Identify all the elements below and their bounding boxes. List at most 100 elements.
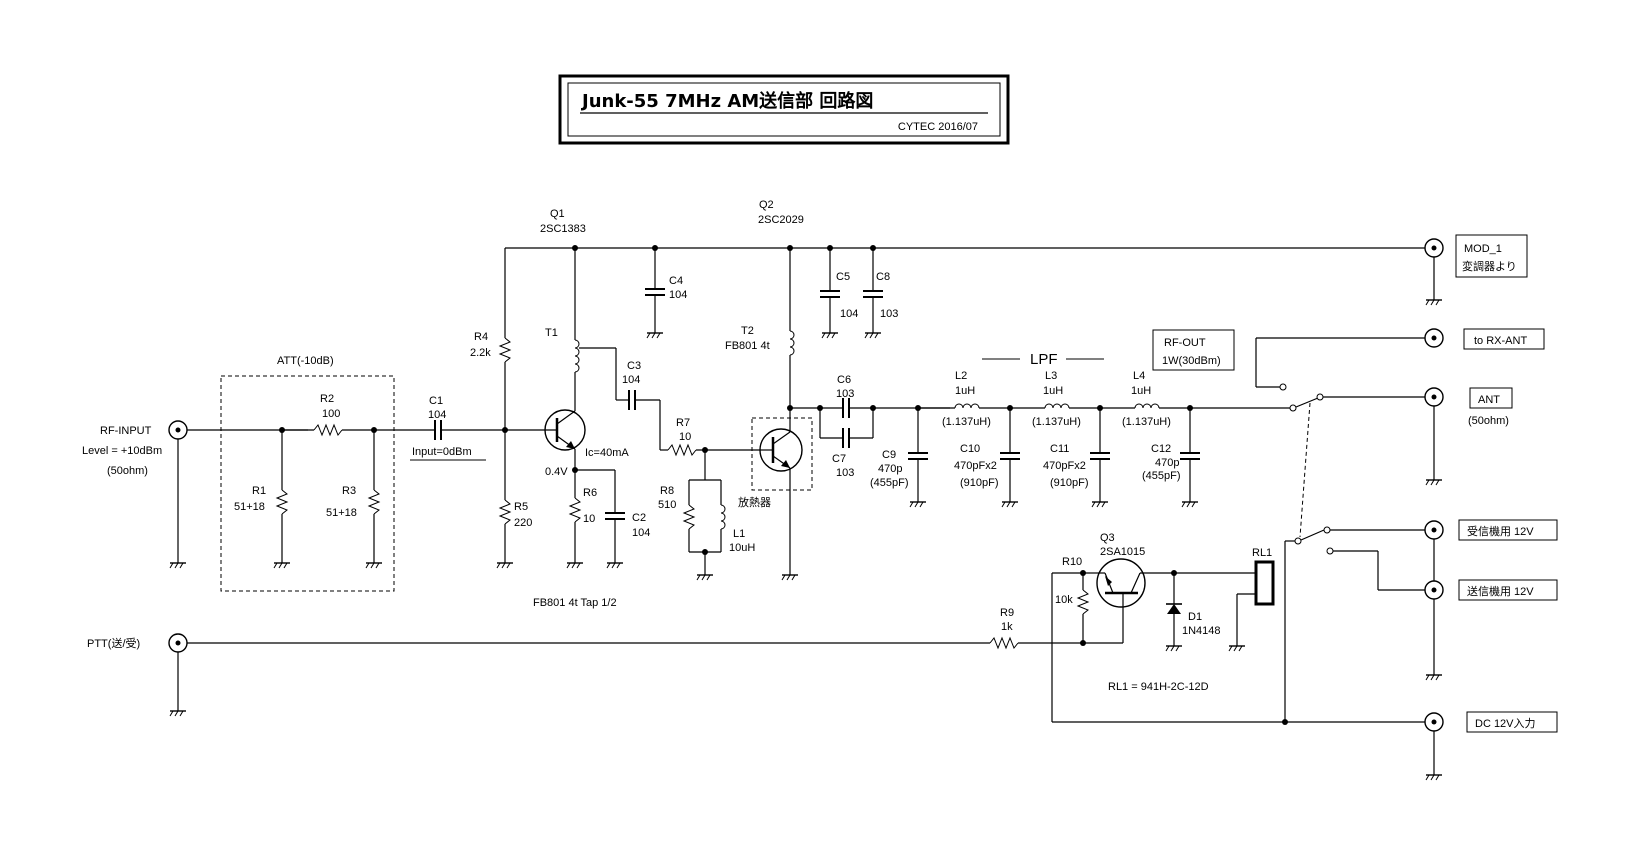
capacitor-C10: C10 470pFx2 (910pF) xyxy=(954,405,1020,508)
Q1-ref: Q1 xyxy=(550,208,565,220)
C2-ref: C2 xyxy=(632,512,646,524)
R5-ref: R5 xyxy=(514,501,528,513)
R2-value: 100 xyxy=(322,408,340,420)
R6-ref: R6 xyxy=(583,487,597,499)
resistor-R7: R7 10 xyxy=(660,417,760,457)
ic-label: Ic=40mA xyxy=(585,447,629,459)
C7-value: 103 xyxy=(836,467,854,479)
R4-value: 2.2k xyxy=(470,347,491,359)
mod1-label: MOD_1 xyxy=(1464,243,1502,255)
L2-value: 1uH xyxy=(955,385,975,397)
title-block: Junk-55 7MHz AM送信部 回路図 CYTEC 2016/07 xyxy=(558,74,1010,145)
C3-ref: C3 xyxy=(627,360,641,372)
base-network-R8-L1: R8 510 L1 10uH xyxy=(658,447,755,581)
Q3-ref: Q3 xyxy=(1100,532,1115,544)
ptt-label: PTT(送/受) xyxy=(87,636,140,650)
ptt-switch-Q3: R10 10k Q3 2SA1015 xyxy=(1051,532,1174,722)
rf-input-terminal: RF-INPUT Level = +10dBm (50ohm) xyxy=(82,420,188,569)
C4-value: 104 xyxy=(669,289,687,301)
capacitor-C4: C4 104 xyxy=(645,245,687,339)
C5-value: 104 xyxy=(840,308,858,320)
transistor-Q1: Q1 2SC1383 Ic=40mA 0.4V xyxy=(505,208,629,478)
schematic-title: Junk-55 7MHz AM送信部 回路図 xyxy=(580,90,873,112)
rf-input-label: RF-INPUT xyxy=(100,425,152,437)
C1-ref: C1 xyxy=(429,395,443,407)
L1-value: 10uH xyxy=(729,542,755,554)
C6-value: 103 xyxy=(836,388,854,400)
L3-ref: L3 xyxy=(1045,370,1057,382)
C12-note: (455pF) xyxy=(1142,470,1181,482)
capacitor-C6-C7: C6 103 C7 103 xyxy=(790,374,876,479)
R7-value: 10 xyxy=(679,431,691,443)
T1-ref: T1 xyxy=(545,327,558,339)
rx-12v-label: 受信機用 12V xyxy=(1467,524,1534,538)
R5-value: 220 xyxy=(514,517,532,529)
R10-value: 10k xyxy=(1055,594,1073,606)
C11-note: (910pF) xyxy=(1050,477,1089,489)
T2-ref: T2 xyxy=(741,325,754,337)
R8-value: 510 xyxy=(658,499,676,511)
C10-ref: C10 xyxy=(960,443,980,455)
C2-value: 104 xyxy=(632,527,650,539)
capacitor-C5: C5 104 xyxy=(820,245,858,339)
voltage-label: 0.4V xyxy=(545,466,568,478)
L4-note: (1.137uH) xyxy=(1122,416,1171,428)
C11-value: 470pFx2 xyxy=(1043,460,1086,472)
Q2-ref: Q2 xyxy=(759,199,774,211)
C1-value: 104 xyxy=(428,409,446,421)
D1-ref: D1 xyxy=(1188,611,1202,623)
T2-value: FB801 4t xyxy=(725,340,770,352)
Q2-value: 2SC2029 xyxy=(758,214,804,226)
diode-D1: D1 1N4148 xyxy=(1165,570,1221,652)
R7-ref: R7 xyxy=(676,417,690,429)
Q1-value: 2SC1383 xyxy=(540,223,586,235)
t1-note: FB801 4t Tap 1/2 xyxy=(533,597,617,609)
L3-value: 1uH xyxy=(1043,385,1063,397)
R3-ref: R3 xyxy=(342,485,356,497)
capacitor-C9: C9 470p (455pF) xyxy=(870,405,928,508)
C7-ref: C7 xyxy=(832,453,846,465)
tx-12v-label: 送信機用 12V xyxy=(1467,584,1534,598)
R6-value: 10 xyxy=(583,513,595,525)
L4-value: 1uH xyxy=(1131,385,1151,397)
tx-12v-terminal: 送信機用 12V xyxy=(1424,579,1558,681)
C11-ref: C11 xyxy=(1050,443,1069,455)
capacitor-C3: C3 104 xyxy=(622,360,661,450)
transistor-Q2: 放熱器 Q2 2SC2029 xyxy=(738,199,813,581)
R1-value: 51+18 xyxy=(234,501,265,513)
ptt-terminal: PTT(送/受) xyxy=(87,633,990,717)
dc-input-terminal: DC 12V入力 xyxy=(1052,711,1558,781)
relay-RL1: RL1 RL1 = 941H-2C-12D xyxy=(1108,547,1275,693)
schematic-subtitle: CYTEC 2016/07 xyxy=(898,121,978,133)
C5-ref: C5 xyxy=(836,271,850,283)
C9-value: 470p xyxy=(878,463,902,475)
mod1-terminal: MOD_1 変調器より xyxy=(1424,234,1528,306)
capacitor-C8: C8 103 xyxy=(863,245,898,339)
R1-ref: R1 xyxy=(252,485,266,497)
rf-input-level: Level = +10dBm xyxy=(82,445,162,457)
rf-out-power: 1W(30dBm) xyxy=(1162,355,1221,367)
rx-ant-label: to RX-ANT xyxy=(1474,335,1527,347)
C4-ref: C4 xyxy=(669,275,683,287)
C9-note: (455pF) xyxy=(870,477,909,489)
RL1-ref: RL1 xyxy=(1252,547,1272,559)
C12-value: 470p xyxy=(1155,457,1179,469)
lpf-label: LPF xyxy=(1030,351,1058,368)
att-label: ATT(-10dB) xyxy=(277,355,334,367)
antenna-relay-contact xyxy=(1190,337,1425,538)
C12-ref: C12 xyxy=(1151,443,1171,455)
rf-input-impedance: (50ohm) xyxy=(107,465,148,477)
C6-ref: C6 xyxy=(837,374,851,386)
ant-impedance: (50ohm) xyxy=(1468,415,1509,427)
rf-out-box: RF-OUT 1W(30dBm) xyxy=(1152,329,1235,371)
L3-note: (1.137uH) xyxy=(1032,416,1081,428)
power-relay-contact xyxy=(1284,526,1425,722)
D1-value: 1N4148 xyxy=(1182,625,1221,637)
L1-ref: L1 xyxy=(733,528,745,540)
relay-note: RL1 = 941H-2C-12D xyxy=(1108,681,1209,693)
Q3-value: 2SA1015 xyxy=(1100,546,1145,558)
capacitor-C12: C12 470p (455pF) xyxy=(1142,405,1200,508)
inductor-L2: L2 1uH (1.137uH) xyxy=(918,370,1010,428)
inductor-L3: L3 1uH (1.137uH) xyxy=(1010,370,1100,428)
R10-ref: R10 xyxy=(1062,556,1082,568)
